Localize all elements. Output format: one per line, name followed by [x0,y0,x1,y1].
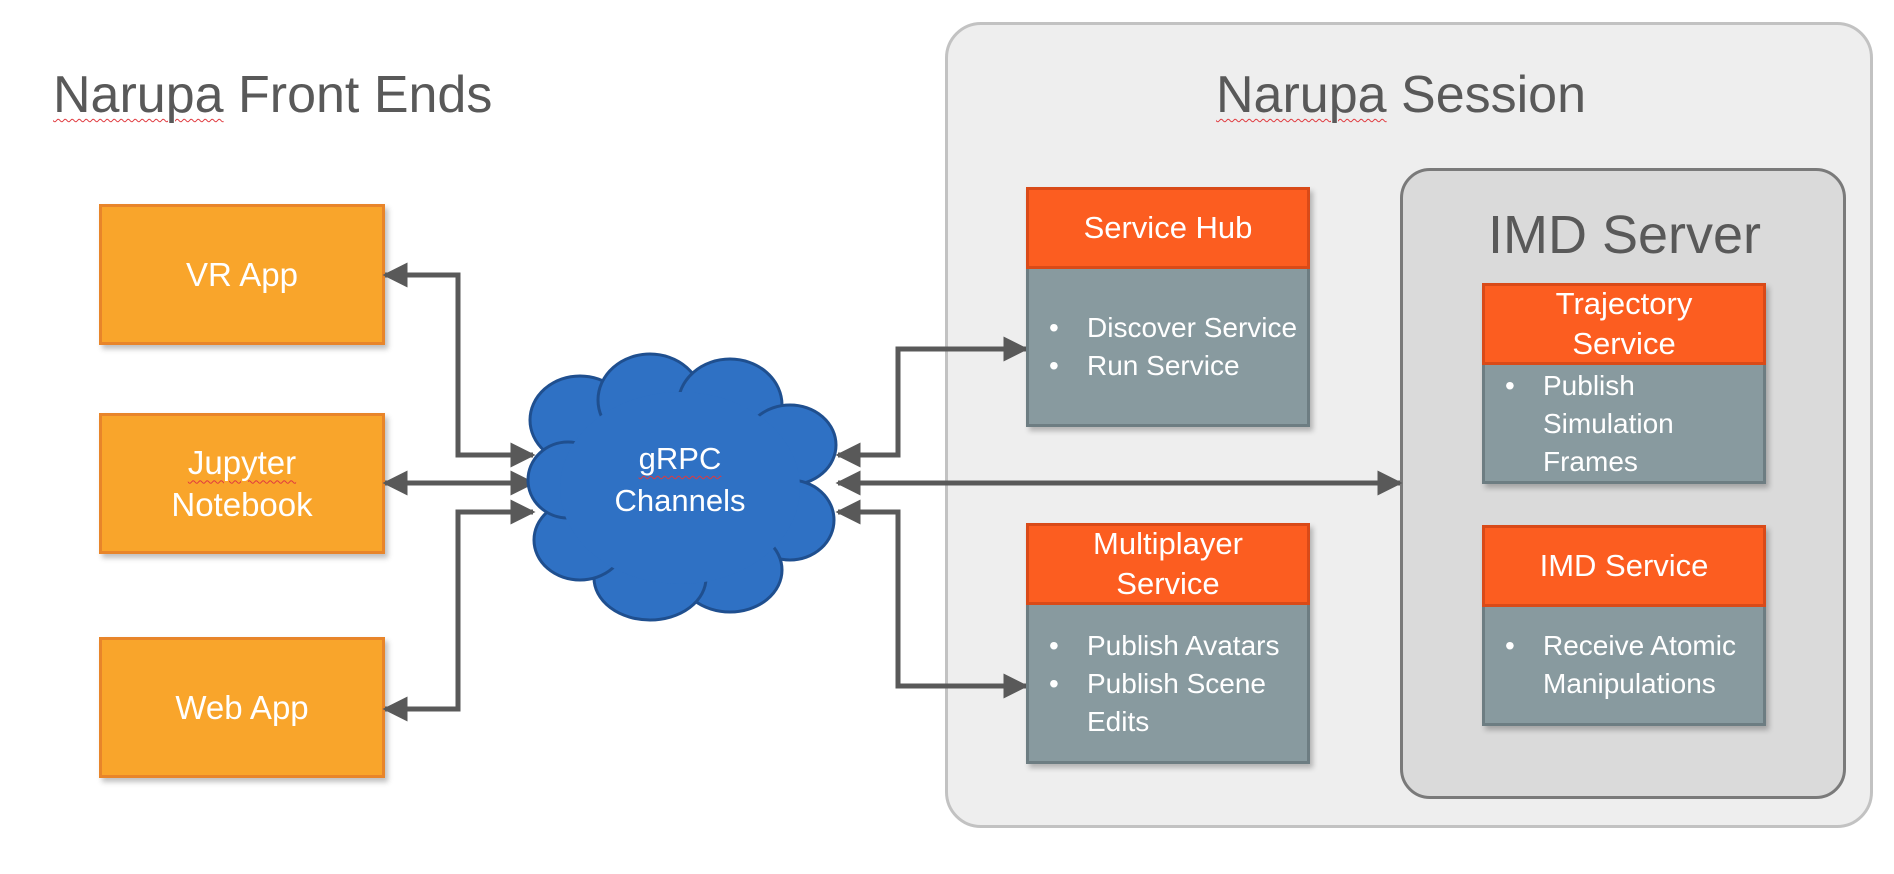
trajectory-service-list: Publish Simulation Frames [1485,367,1763,481]
session-title-rest: Session [1401,66,1587,124]
list-item: Receive Atomic Manipulations [1505,627,1743,703]
cloud-label: gRPC Channels [580,438,780,522]
service-hub-list: Discover Service Run Service [1029,309,1307,385]
service-hub-body: Discover Service Run Service [1026,269,1310,427]
session-title-word1: Narupa [1216,66,1387,124]
multiplayer-service-card: Multiplayer Service Publish Avatars Publ… [1026,523,1310,764]
jupyter-word: Jupyter [187,443,297,481]
trajectory-service-body: Publish Simulation Frames [1482,365,1766,484]
imd-service-card: IMD Service Receive Atomic Manipulations [1482,525,1766,726]
multiplayer-service-list: Publish Avatars Publish Scene Edits [1029,627,1307,741]
front-ends-title-word1: Narupa [53,66,224,124]
service-hub-card: Service Hub Discover Service Run Service [1026,187,1310,427]
imd-server-title: IMD Server [1488,205,1762,265]
front-ends-title-rest: Front Ends [238,66,493,124]
multiplayer-title-line1: Multiplayer [1093,526,1243,561]
trajectory-service-title: Trajectory Service [1556,284,1693,364]
front-ends-title: Narupa Front Ends [53,69,492,121]
arrow-vr-app [382,262,536,468]
grpc-word: gRPC [638,441,722,476]
arrow-service-hub [835,336,1029,468]
list-item: Publish Scene Edits [1049,665,1277,741]
vr-app-label: VR App [186,255,298,293]
trajectory-title-line2: Service [1572,326,1676,361]
multiplayer-title-line2: Service [1116,566,1220,601]
trajectory-service-header: Trajectory Service [1482,283,1766,365]
jupyter-notebook-box: Jupyter Notebook [99,413,385,554]
list-item: Publish Simulation Frames [1505,367,1703,481]
list-item: Publish Avatars [1049,627,1307,665]
web-app-label: Web App [175,688,309,726]
session-title: Narupa Session [1216,69,1586,121]
notebook-word: Notebook [171,485,313,523]
imd-service-title: IMD Service [1539,548,1709,583]
service-hub-title: Service Hub [1083,210,1253,245]
arrow-web-app [382,499,536,722]
multiplayer-service-body: Publish Avatars Publish Scene Edits [1026,605,1310,764]
channels-word: Channels [614,483,746,518]
list-item: Discover Service [1049,309,1307,347]
imd-service-list: Receive Atomic Manipulations [1485,627,1763,703]
imd-service-header: IMD Service [1482,525,1766,607]
arrow-multiplayer [835,499,1029,699]
vr-app-box: VR App [99,204,385,345]
imd-service-body: Receive Atomic Manipulations [1482,607,1766,726]
multiplayer-service-title: Multiplayer Service [1093,524,1243,604]
trajectory-service-card: Trajectory Service Publish Simulation Fr… [1482,283,1766,484]
service-hub-header: Service Hub [1026,187,1310,269]
jupyter-notebook-label: Jupyter Notebook [171,442,312,526]
multiplayer-service-header: Multiplayer Service [1026,523,1310,605]
list-item: Run Service [1049,347,1307,385]
trajectory-title-line1: Trajectory [1555,286,1693,321]
